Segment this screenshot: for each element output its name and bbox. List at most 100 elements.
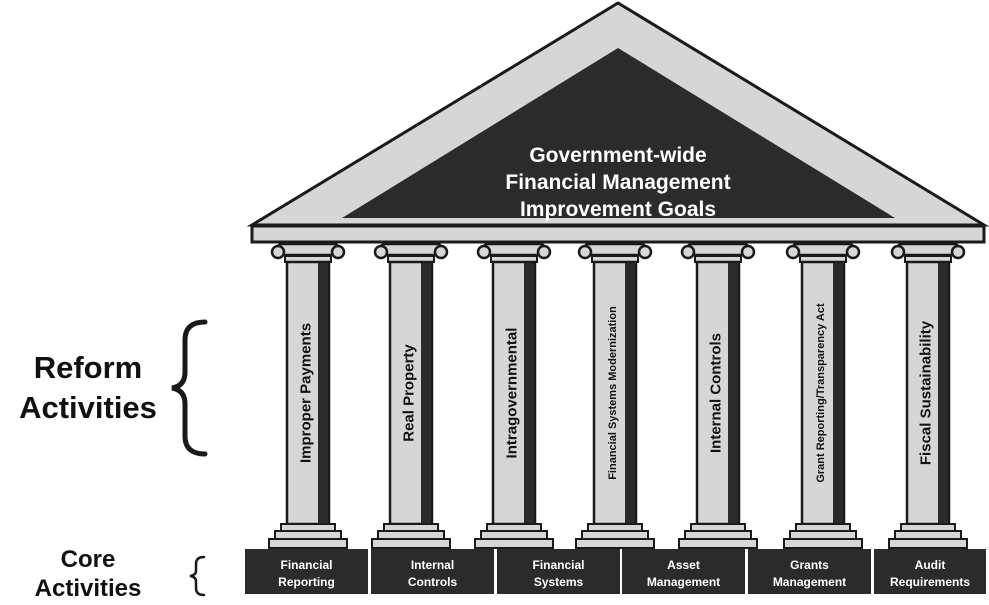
pillar-capital xyxy=(685,242,751,257)
reform-brace-icon xyxy=(171,319,208,457)
pillar-shadow xyxy=(728,263,738,523)
pillar-base-step xyxy=(684,530,752,540)
capital-volute xyxy=(950,244,966,260)
roof-title-line1: Government-wide xyxy=(529,144,706,167)
capital-volute xyxy=(330,244,346,260)
pillar-plinth xyxy=(888,538,968,549)
pillar-capital xyxy=(582,242,648,257)
pillar-6: Grant Reporting/Transparency Act xyxy=(783,242,863,549)
pillar-1: Improper Payments xyxy=(268,242,348,549)
pillar-plinth xyxy=(575,538,655,549)
pillar-base-step xyxy=(274,530,342,540)
core-activity-box xyxy=(622,549,745,594)
pillar-capital xyxy=(275,242,341,257)
pillar-2: Real Property xyxy=(371,242,451,549)
core-activity-label-line2: Reporting xyxy=(278,575,335,589)
pillar-base-step xyxy=(894,530,962,540)
pillar-base-step xyxy=(690,523,746,532)
core-activity-label-line2: Management xyxy=(647,575,720,589)
pillar-label: Grant Reporting/Transparency Act xyxy=(815,303,827,483)
capital-volute xyxy=(890,244,906,260)
core-label-line2: Activities xyxy=(35,575,142,602)
pillars: Improper Payments Real Property Intragover… xyxy=(268,242,968,549)
core-activities-base: FinancialReportingInternalControlsFinanc… xyxy=(245,549,986,594)
core-brace-icon xyxy=(189,555,206,597)
pillar-label: Internal Controls xyxy=(708,333,725,453)
capital-volute xyxy=(373,244,389,260)
pillar-5: Internal Controls xyxy=(678,242,758,549)
capital-volute xyxy=(680,244,696,260)
core-activity-label-line1: Internal xyxy=(411,558,454,572)
pillar-base-step xyxy=(480,530,548,540)
capital-volute xyxy=(740,244,756,260)
core-activity-label-line1: Financial xyxy=(532,558,584,572)
roof-title-line3: Improvement Goals xyxy=(520,198,716,221)
pillar-capital xyxy=(378,242,444,257)
pillar-shadow xyxy=(318,263,328,523)
pillar-label: Real Property xyxy=(401,344,418,442)
pillar-base-step xyxy=(280,523,336,532)
core-activity-box xyxy=(371,549,494,594)
capital-volute xyxy=(476,244,492,260)
pillar-base-step xyxy=(795,523,851,532)
entablature xyxy=(250,224,986,244)
pillar-shadow xyxy=(938,263,948,523)
core-activity-label-line2: Management xyxy=(773,575,846,589)
capital-volute xyxy=(536,244,552,260)
pillar-capital xyxy=(790,242,856,257)
pillar-plinth xyxy=(678,538,758,549)
core-activity-label-line2: Controls xyxy=(408,575,458,589)
pillar-shadow xyxy=(421,263,431,523)
pillar-3: Intragovernmental xyxy=(474,242,554,549)
pillar-label: Fiscal Sustainability xyxy=(918,320,935,465)
core-activity-label-line1: Asset xyxy=(667,558,700,572)
core-activity-label-line2: Systems xyxy=(534,575,584,589)
core-activity-label-line1: Grants xyxy=(790,558,829,572)
pillar-base-step xyxy=(789,530,857,540)
roof-title-line2: Financial Management xyxy=(505,171,730,194)
pillar-base-step xyxy=(900,523,956,532)
pillar-plinth xyxy=(371,538,451,549)
capital-volute xyxy=(785,244,801,260)
capital-volute xyxy=(270,244,286,260)
core-activity-box xyxy=(245,549,368,594)
pillar-base-step xyxy=(587,523,643,532)
roof-inner xyxy=(342,48,895,218)
core-label-line1: Core xyxy=(61,546,116,573)
pillar-label: Financial Systems Modernization xyxy=(607,306,619,480)
pillar-plinth xyxy=(268,538,348,549)
capital-volute xyxy=(845,244,861,260)
pillar-capital xyxy=(895,242,961,257)
pillar-plinth xyxy=(783,538,863,549)
capital-volute xyxy=(433,244,449,260)
pillar-4: Financial Systems Modernization xyxy=(575,242,655,549)
core-activity-box xyxy=(748,549,871,594)
capital-volute xyxy=(637,244,653,260)
pillar-label: Improper Payments xyxy=(298,323,315,463)
pillar-plinth xyxy=(474,538,554,549)
pillar-shadow xyxy=(524,263,534,523)
pillar-7: Fiscal Sustainability xyxy=(888,242,968,549)
core-activities-label: Core Activities xyxy=(35,546,142,602)
core-activity-box xyxy=(874,549,986,594)
core-activity-label-line2: Requirements xyxy=(890,575,970,589)
reform-activities-label: Reform Activities xyxy=(19,350,157,425)
core-activity-label-line1: Financial xyxy=(280,558,332,572)
core-activity-label-line1: Audit xyxy=(915,558,946,572)
pillar-base-step xyxy=(377,530,445,540)
pillar-base-step xyxy=(486,523,542,532)
pillar-shadow xyxy=(625,263,635,523)
reform-label-line2: Activities xyxy=(19,390,157,425)
capital-volute xyxy=(577,244,593,260)
core-activity-box xyxy=(497,549,620,594)
pillar-base-step xyxy=(581,530,649,540)
pillar-capital xyxy=(481,242,547,257)
pillar-label: Intragovernmental xyxy=(504,328,521,459)
